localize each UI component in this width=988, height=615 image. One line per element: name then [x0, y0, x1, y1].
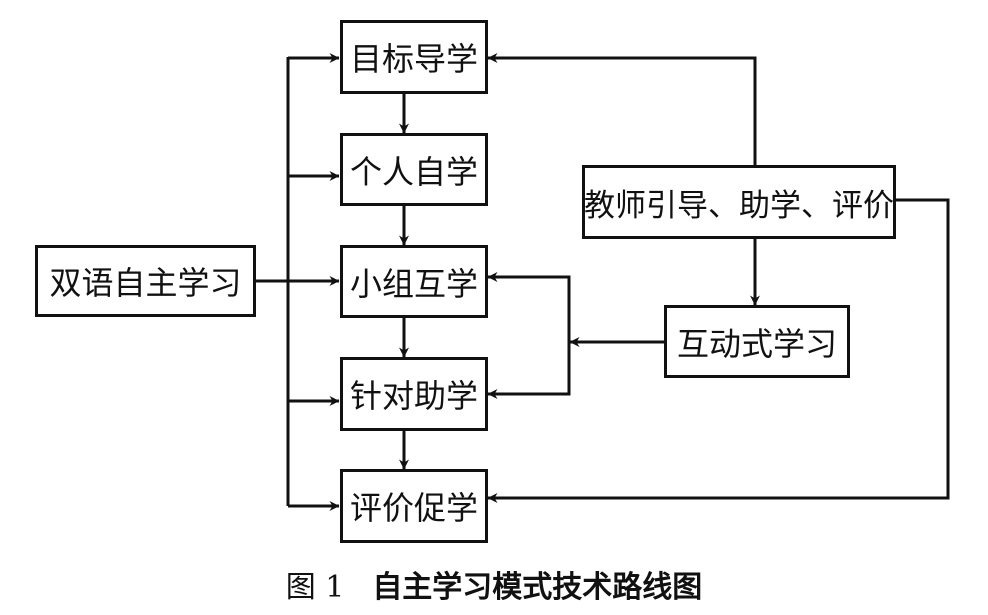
node-targeted-assisted-learning: 针对助学 [340, 357, 488, 431]
node-teacher-guidance: 教师引导、助学、评价 [582, 165, 896, 239]
edge-teacher-goal [487, 53, 757, 165]
node-interactive-learning: 互动式学习 [664, 305, 850, 378]
edge-bracket-group [487, 272, 571, 342]
figure-caption: 图 1 自主学习模式技术路线图 [0, 562, 988, 606]
node-individual-self-learning: 个人自学 [340, 133, 488, 206]
node-group-mutual-learning: 小组互学 [340, 245, 488, 318]
figure-number: 图 1 [285, 570, 345, 605]
node-bilingual-self-study: 双语自主学习 [35, 245, 256, 317]
edge-bracket-targeted [487, 342, 571, 399]
node-goal-guided-learning: 目标导学 [340, 20, 488, 94]
edge-teacher-evaluate [487, 198, 950, 503]
figure-title: 自主学习模式技术路线图 [372, 570, 703, 605]
node-evaluation-promoted-learning: 评价促学 [340, 469, 488, 543]
